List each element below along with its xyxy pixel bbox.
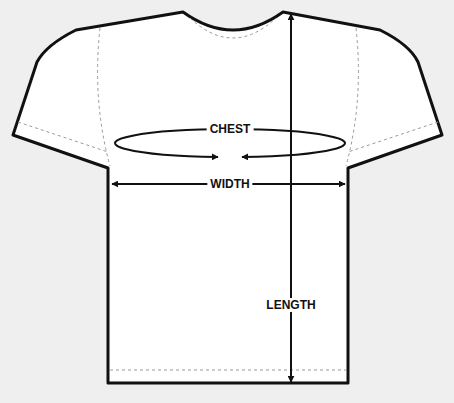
sleeve-hem: [18, 122, 108, 152]
measure-label: CHEST: [207, 122, 254, 136]
bottom-hem: [110, 370, 346, 371]
armhole-seam: [98, 28, 110, 166]
length-measure: [290, 14, 292, 382]
measure-label: WIDTH: [207, 177, 252, 191]
armhole-seam: [346, 28, 358, 166]
measure-label: LENGTH: [263, 298, 318, 312]
sleeve-hem: [348, 122, 438, 152]
tshirt-outline: [13, 12, 442, 383]
collar-seam: [190, 18, 276, 38]
